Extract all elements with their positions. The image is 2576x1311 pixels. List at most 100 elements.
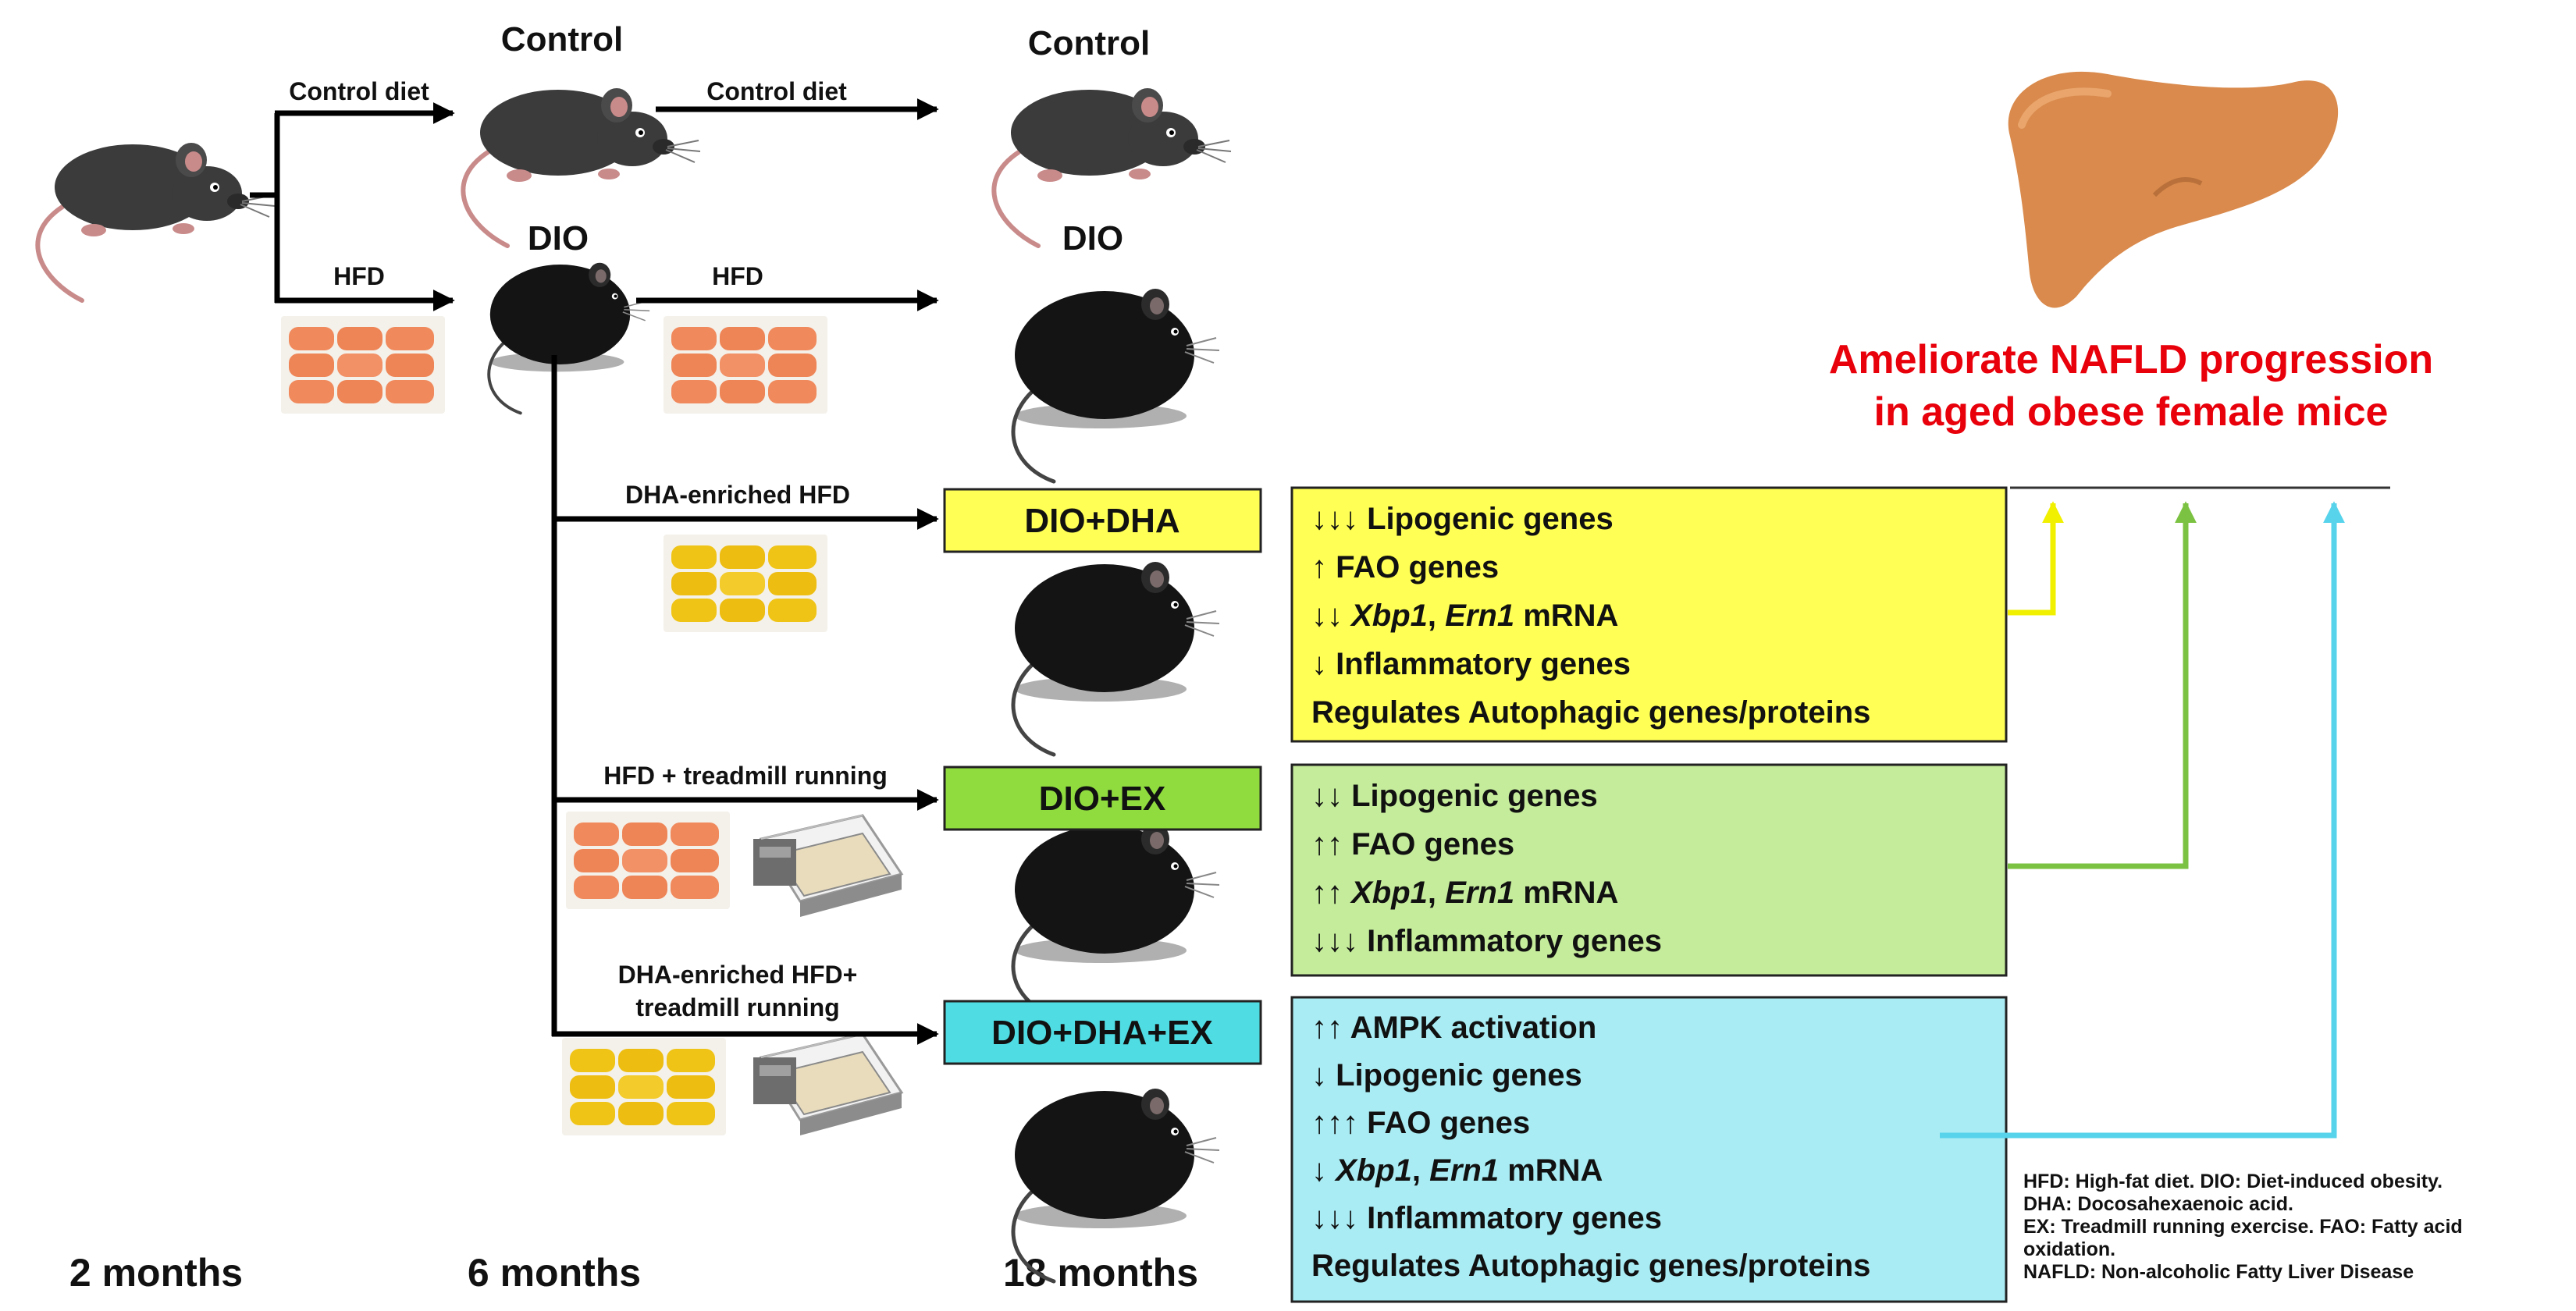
effect-direction-arrows: ↓↓↓ [1311, 502, 1367, 536]
dha-pellets-icon [562, 1038, 726, 1135]
effect-item: Regulates Autophagic genes/proteins [1311, 1249, 1870, 1283]
liver-icon [2008, 71, 2339, 308]
edge-label-hfd-2: HFD [712, 262, 763, 290]
mouse-grey-icon [37, 143, 275, 300]
effects-box-ex [1290, 763, 2008, 977]
arrow-dha-ex-to-outcome [1940, 501, 2345, 1139]
effect-item: ↓↓↓ Inflammatory genes [1311, 924, 1662, 958]
effect-item: ↓ Lipogenic genes [1311, 1058, 1582, 1092]
group-label-dha: DIO+DHA [1024, 502, 1179, 540]
effect-text: , [1412, 1153, 1429, 1188]
effect-direction-arrows: ↓ [1311, 647, 1336, 681]
gene-name: Ern1 [1445, 599, 1514, 633]
effects-box-dha-ex [1290, 996, 2008, 1303]
edge-label-hfd-1: HFD [333, 262, 385, 290]
group-label-box-dha [943, 488, 1262, 553]
treadmill-icon [752, 1032, 903, 1137]
group-label-box-ex [943, 766, 1262, 831]
hfd-pellets-icon [281, 316, 445, 414]
treadmill-icon [752, 814, 903, 918]
hfd-pellets-icon [566, 812, 730, 909]
effect-direction-arrows: ↑ [1311, 550, 1336, 584]
gene-name: Xbp1 [1350, 876, 1428, 910]
timeline-start: 2 months [69, 1251, 243, 1295]
legend-line: HFD: High-fat diet. DIO: Diet-induced ob… [2023, 1171, 2443, 1192]
legend-line: DHA: Docosahexaenoic acid. [2023, 1193, 2293, 1215]
heading-control-18mo: Control [1028, 24, 1150, 62]
effect-text: Regulates Autophagic genes/proteins [1311, 1249, 1870, 1283]
effect-text: Regulates Autophagic genes/proteins [1311, 695, 1870, 730]
gene-name: Xbp1 [1350, 599, 1428, 633]
outcome-line2: in aged obese female mice [1874, 389, 2389, 435]
dha-pellets-icon [664, 535, 827, 632]
effect-item: ↓↓ Xbp1, Ern1 mRNA [1311, 599, 1618, 633]
mouse-black-icon [1013, 289, 1219, 481]
effect-direction-arrows: ↓ [1311, 1153, 1336, 1188]
group-label-dha-ex: DIO+DHA+EX [991, 1014, 1213, 1052]
effect-text: FAO genes [1351, 827, 1514, 862]
effect-text: FAO genes [1367, 1106, 1530, 1140]
edge-label-ex: HFD + treadmill running [603, 762, 888, 790]
gene-name: Ern1 [1429, 1153, 1499, 1188]
effect-item: ↓ Xbp1, Ern1 mRNA [1311, 1153, 1603, 1188]
effect-text: Lipogenic genes [1367, 502, 1614, 536]
timeline-mid: 6 months [468, 1251, 641, 1295]
arrow-dha-to-outcome [2008, 501, 2064, 616]
effect-text: Lipogenic genes [1351, 779, 1598, 813]
legend-line: oxidation. [2023, 1238, 2115, 1260]
mouse-black-icon [1013, 562, 1219, 755]
effect-text: , [1428, 876, 1445, 910]
effect-direction-arrows: ↑↑ [1311, 876, 1351, 910]
effect-item: ↓↓↓ Lipogenic genes [1311, 502, 1614, 536]
edge-label-control-diet-1: Control diet [289, 77, 429, 105]
effect-direction-arrows: ↓↓ [1311, 599, 1351, 633]
effect-text: Inflammatory genes [1367, 1201, 1662, 1235]
edge-label-dha: DHA-enriched HFD [625, 481, 850, 509]
effect-direction-arrows: ↓↓↓ [1311, 1201, 1367, 1235]
effects-list-dha-ex: ↑↑ AMPK activation ↓ Lipogenic genes ↑↑↑ F… [1311, 1011, 1870, 1283]
edge-label-control-diet-2: Control diet [706, 77, 847, 105]
group-label-ex: DIO+EX [1039, 780, 1166, 818]
effect-direction-arrows: ↓ [1311, 1058, 1336, 1092]
effect-direction-arrows: ↑↑ [1311, 827, 1351, 862]
effect-direction-arrows: ↑↑↑ [1311, 1106, 1367, 1140]
gene-name: Ern1 [1445, 876, 1514, 910]
mouse-black-icon [1013, 823, 1219, 1016]
effect-text: AMPK activation [1350, 1011, 1597, 1045]
effect-direction-arrows: ↑↑ [1311, 1011, 1350, 1045]
effect-direction-arrows: ↓↓ [1311, 779, 1351, 813]
mouse-black-icon [487, 261, 652, 415]
edge-label-dha-ex-line2: treadmill running [635, 993, 839, 1021]
effect-item: ↓ Inflammatory genes [1311, 647, 1631, 681]
effects-list-dha: ↓↓↓ Lipogenic genes↑ FAO genes↓↓ Xbp1, E… [1311, 502, 1870, 730]
effect-item: ↑↑ Xbp1, Ern1 mRNA [1311, 876, 1618, 910]
arrow-ex-to-outcome [2008, 501, 2197, 869]
hfd-pellets-icon [664, 316, 827, 414]
effect-item: ↑↑ AMPK activation [1311, 1011, 1596, 1045]
effect-text: mRNA [1514, 599, 1618, 633]
gene-name: Xbp1 [1334, 1153, 1412, 1188]
effect-item: ↑↑ FAO genes [1311, 827, 1514, 862]
effect-item: ↑↑↑ FAO genes [1311, 1106, 1530, 1140]
effect-text: Inflammatory genes [1336, 647, 1631, 681]
effect-item: ↓↓↓ Inflammatory genes [1311, 1201, 1662, 1235]
effects-box-dha [1290, 486, 2008, 743]
heading-dio-6mo: DIO [528, 219, 589, 258]
group-label-box-dha-ex [943, 1000, 1262, 1065]
legend-line: NAFLD: Non-alcoholic Fatty Liver Disease [2023, 1261, 2414, 1283]
timeline-end: 18 months [1003, 1251, 1198, 1295]
effect-text: mRNA [1514, 876, 1618, 910]
effect-item: ↓↓ Lipogenic genes [1311, 779, 1598, 813]
effect-text: Inflammatory genes [1367, 924, 1662, 958]
effect-text: Lipogenic genes [1336, 1058, 1582, 1092]
edge-label-dha-ex-line1: DHA-enriched HFD+ [618, 961, 858, 989]
outcome-line1: Ameliorate NAFLD progression [1829, 337, 2433, 382]
effect-item: ↑ FAO genes [1311, 550, 1499, 584]
legend-line: EX: Treadmill running exercise. FAO: Fat… [2023, 1216, 2463, 1238]
effects-list-ex: ↓↓ Lipogenic genes↑↑ FAO genes↑↑ Xbp1, E… [1311, 779, 1662, 958]
heading-dio-18mo: DIO [1062, 219, 1123, 258]
effect-direction-arrows: ↓↓↓ [1311, 924, 1367, 958]
effect-item: Regulates Autophagic genes/proteins [1311, 695, 1870, 730]
abbreviation-legend: HFD: High-fat diet. DIO: Diet-induced ob… [2023, 1171, 2463, 1283]
